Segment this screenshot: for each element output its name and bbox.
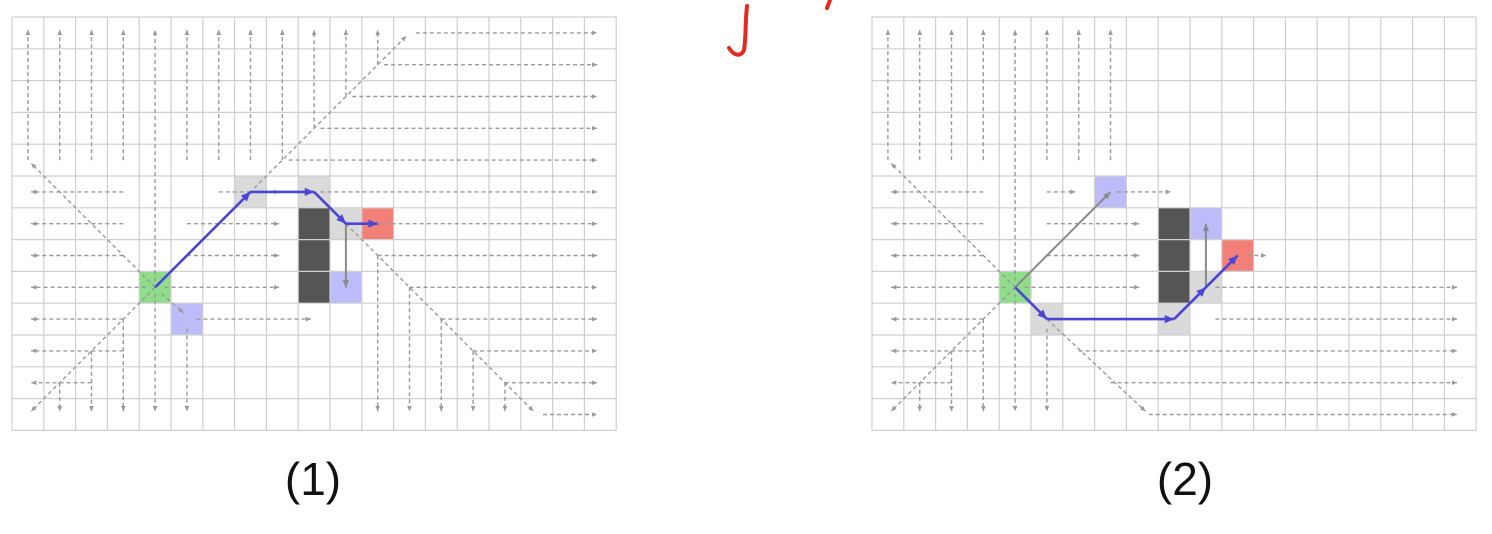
- scan-arrow: [30, 162, 156, 288]
- scan-arrow: [1046, 318, 1146, 412]
- path-arrow: [1173, 286, 1207, 321]
- obstacle-cell: [298, 271, 330, 304]
- obstacle-cell: [1158, 271, 1190, 304]
- path-arrow: [313, 190, 347, 225]
- scan-arrow: [890, 162, 1016, 288]
- diagram-2-caption: (2): [1156, 453, 1214, 505]
- scan-arrow: [345, 223, 535, 412]
- red-tick-stroke: [825, 0, 832, 10]
- obstacle-cell: [1158, 207, 1190, 240]
- path-arrow: [1204, 254, 1239, 289]
- path-arrow: [1014, 286, 1048, 321]
- obstacle-cell: [1158, 239, 1190, 272]
- path-arrow: [154, 190, 252, 289]
- red-hook-stroke: [727, 4, 749, 57]
- obstacle-cell: [298, 239, 330, 272]
- scan-arrow: [30, 286, 156, 412]
- diagram-2: [871, 16, 1477, 431]
- diagram-1-caption: (1): [284, 453, 342, 505]
- diagram-1: [11, 16, 617, 431]
- scan-arrow: [890, 286, 1016, 412]
- scan-arrow: [161, 293, 185, 314]
- gray-arrow: [1014, 191, 1112, 289]
- red-annotation-stroke: [727, 0, 832, 57]
- obstacle-cell: [298, 207, 330, 240]
